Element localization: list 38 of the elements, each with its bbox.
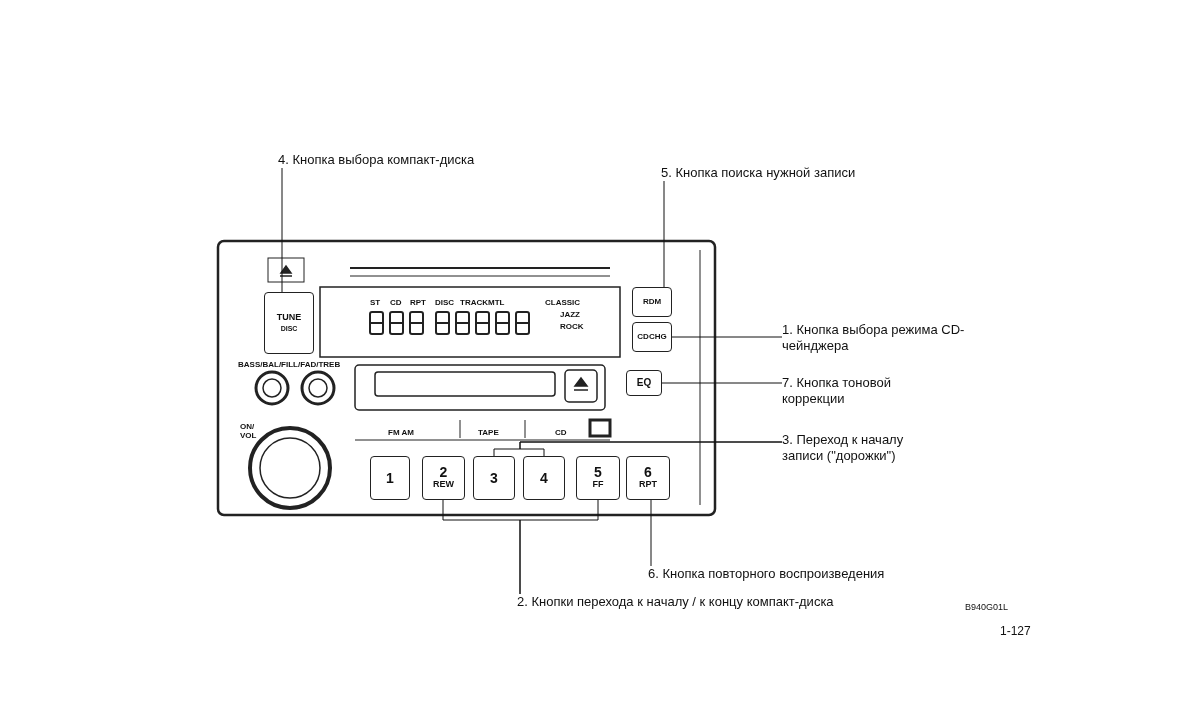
callout-text: 3. Переход к началу записи ("дорожки")	[782, 432, 932, 464]
display-indicator: JAZZ	[560, 310, 580, 319]
callout-text: 4. Кнопка выбора компакт-диска	[278, 152, 538, 168]
knob-label: ON/ VOL	[240, 422, 258, 440]
preset-button: 4	[523, 456, 565, 500]
eq-button: EQ	[626, 370, 662, 396]
callout-text: 5. Кнопка поиска нужной записи	[661, 165, 921, 181]
display-indicator: ROCK	[560, 322, 584, 331]
rdm-button: RDM	[632, 287, 672, 317]
repeat-button: 6 RPT	[626, 456, 670, 500]
leader-line	[650, 499, 652, 567]
callout-text: 7. Кнопка тоновой коррекции	[782, 375, 932, 407]
button-label: CD	[555, 428, 567, 437]
rewind-button: 2 REW	[422, 456, 465, 500]
display-indicator: CLASSIC	[545, 298, 581, 307]
callout-text: 2. Кнопки перехода к началу / к концу компакт-диска	[517, 594, 937, 610]
display-indicator: MTL	[488, 298, 505, 307]
display-indicator: DISC	[435, 298, 455, 307]
button-label: TAPE	[478, 428, 499, 437]
display-indicator: CD	[390, 298, 402, 307]
preset-button: 1	[370, 456, 410, 500]
cd-changer-button: CDCHG	[632, 322, 672, 352]
preset-button: 3	[473, 456, 515, 500]
display-indicator: TRACK	[460, 298, 488, 307]
figure-code: B940G01L	[965, 601, 1009, 614]
button-label: FM AM	[388, 428, 414, 437]
display-indicator: ST	[370, 298, 381, 307]
page-number: 1-127	[1000, 624, 1031, 638]
callout-text: 6. Кнопка повторного воспроизведения	[648, 566, 948, 582]
leader-line	[519, 499, 599, 595]
knob-label: BASS/BAL/FILL/FAD/TREB	[238, 360, 341, 369]
display-indicator: RPT	[410, 298, 426, 307]
callout-text: 1. Кнопка выбора режима CD-чейнджера	[782, 322, 972, 354]
leader-line	[661, 382, 783, 384]
leader-line	[281, 167, 283, 293]
leader-line	[663, 180, 665, 288]
fast-forward-button: 5 FF	[576, 456, 620, 500]
leader-line	[671, 336, 783, 338]
